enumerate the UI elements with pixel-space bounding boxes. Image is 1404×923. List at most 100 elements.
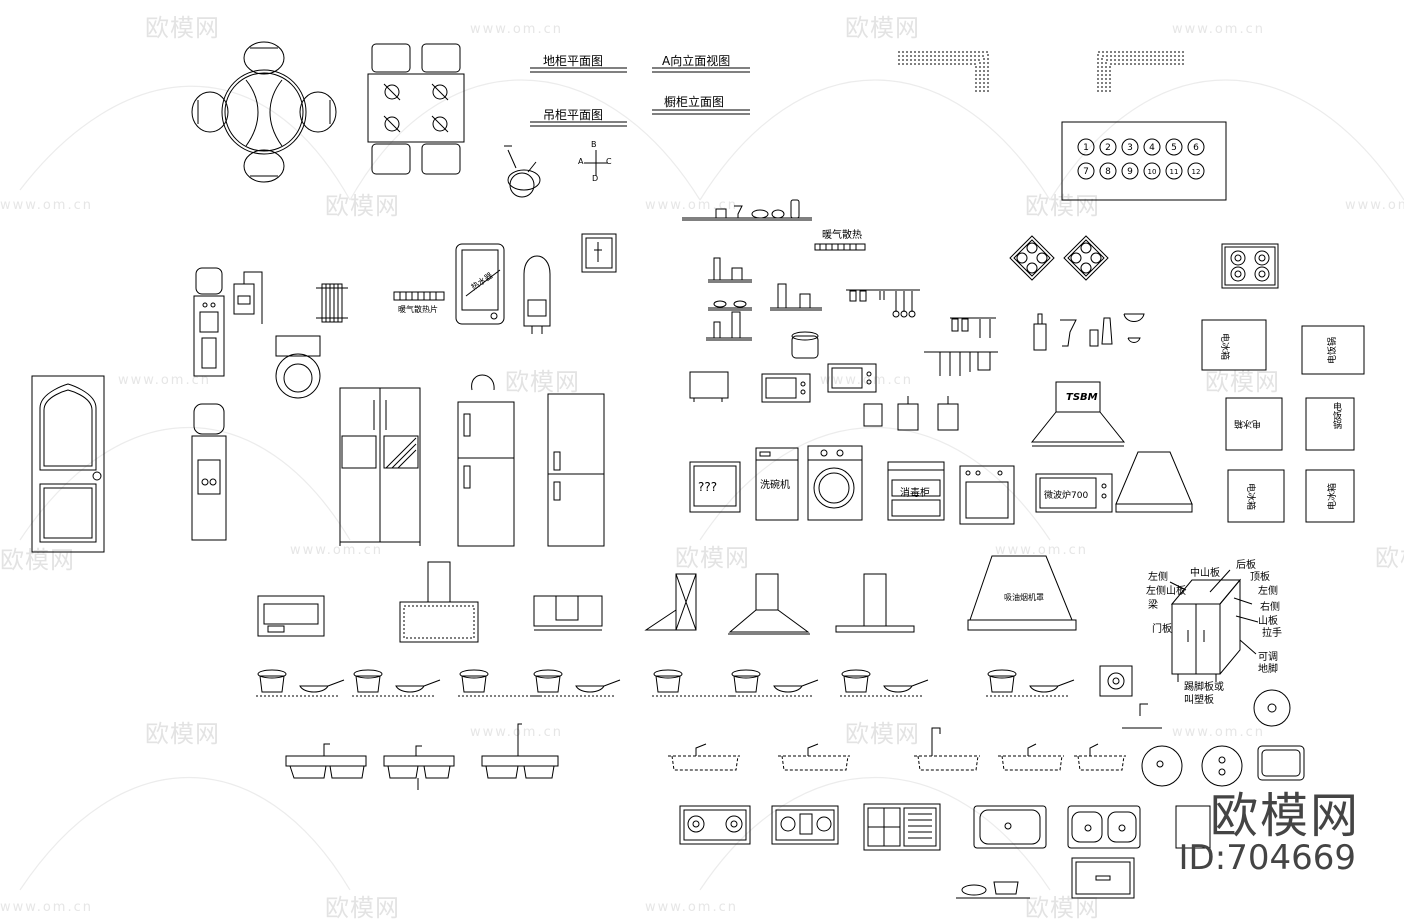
burner-number-label: 9 — [1127, 167, 1133, 177]
pot-icon — [733, 675, 759, 693]
watermark-brand: 欧模网 — [505, 368, 580, 396]
small-cabinet — [689, 371, 729, 402]
rect-dining-table — [367, 43, 465, 175]
label-left-2: 左侧 — [1258, 586, 1278, 597]
burner-number-circle — [1165, 162, 1183, 180]
gas-meters-pair — [863, 396, 959, 431]
label-left-side: 左侧 — [1148, 572, 1168, 583]
double-sink-c — [481, 723, 559, 779]
watermark-url: www.om.cn — [0, 900, 93, 915]
burner-number-circle — [1187, 138, 1205, 156]
toilet — [275, 335, 321, 399]
watermark-brand: 欧模网 — [1205, 368, 1280, 396]
watermark-brand: 欧模网 — [845, 14, 920, 42]
dishwasher — [755, 447, 799, 521]
pot-lid-icon — [533, 669, 563, 679]
pot-lid-icon — [459, 669, 489, 679]
burner-number-label: 5 — [1171, 143, 1177, 153]
pan-icon — [1029, 679, 1075, 693]
sink-row-2 — [668, 727, 1126, 771]
door-elevation — [31, 375, 105, 553]
label-hood: 吸油烟机罩 — [1004, 593, 1044, 602]
shelf-bottles — [706, 257, 822, 341]
washing-machine — [807, 445, 863, 521]
pot-lid-icon — [987, 669, 1017, 679]
watermark-url: www.om.cn — [645, 198, 738, 213]
burner-number-label: 7 — [1083, 167, 1089, 177]
watermark-brand: 欧模网 — [675, 544, 750, 572]
watermark-url: www.om.cn — [0, 198, 93, 213]
watermark-url: www.om.cn — [645, 900, 738, 915]
watermark-url: www.om.cn — [470, 725, 563, 740]
watermark-brand: 欧模网 — [1025, 894, 1100, 922]
oven — [959, 465, 1015, 525]
brand-stamp-id: ID:704669 — [1178, 838, 1356, 878]
small-faucet — [1122, 703, 1162, 729]
radiator-vertical — [316, 283, 348, 323]
label-radiator: 暖气散热 — [822, 230, 862, 241]
watermark-brand: 欧模网 — [325, 192, 400, 220]
chimney-hood-a — [728, 573, 810, 635]
pot-icon — [989, 675, 1015, 693]
watermark-url: www.om.cn — [820, 373, 913, 388]
compass-c: C — [606, 157, 612, 166]
label-middle-board: 中山板 — [1190, 568, 1220, 579]
pot-icon — [655, 675, 681, 693]
disinfection-cabinet — [887, 461, 945, 521]
microwave-700 — [1035, 473, 1113, 513]
watermark-url: www.om.cn — [1345, 198, 1404, 213]
label-handle: 拉手 — [1262, 628, 1282, 639]
pan-icon — [395, 679, 441, 693]
watermark-brand: 欧模网 — [845, 720, 920, 748]
watermark-brand: 欧模网 — [145, 720, 220, 748]
watermark-url: www.om.cn — [290, 543, 383, 558]
label-left-side-board: 左侧山板 — [1146, 586, 1186, 597]
wall-hood-side — [644, 573, 697, 631]
burner-number-circle — [1099, 138, 1117, 156]
compass-cross — [584, 150, 608, 176]
four-burner-hob — [1221, 243, 1279, 289]
burner-number-label: 2 — [1105, 143, 1111, 153]
label-appliance-b: 电饭锅 — [1328, 336, 1339, 365]
label-appliance-a: 电冰箱 — [1219, 332, 1230, 361]
label-radiator-small: 暖气散热片 — [398, 305, 438, 314]
label-adjustable-foot: 可调地脚 — [1258, 652, 1278, 675]
watermark-url: www.om.cn — [470, 22, 563, 37]
gas-valve-diamonds — [1009, 235, 1109, 281]
fridge-two-door-a — [457, 374, 515, 547]
pot-lid-icon — [353, 669, 383, 679]
pot-lid-icon — [731, 669, 761, 679]
burner-number-circle — [1187, 162, 1205, 180]
brand-stamp-name: 欧模网 — [1209, 788, 1360, 844]
watermark-url: www.om.cn — [1172, 22, 1265, 37]
burner-number-label: 11 — [1170, 168, 1179, 176]
double-sink-bottom — [1067, 805, 1141, 849]
pan-icon — [883, 679, 929, 693]
pan-icon — [575, 679, 621, 693]
bottles-glasses — [1033, 313, 1145, 351]
title-base-cabinet-plan: 地柜平面图 — [543, 54, 604, 68]
burner-number-label: 6 — [1193, 143, 1199, 153]
chimney-hood-b — [835, 573, 915, 633]
pot-icon — [355, 675, 381, 693]
water-heater-small — [523, 255, 551, 334]
l-counter-plan — [898, 51, 1186, 92]
water-heater-large — [455, 243, 505, 325]
sink-right-stub — [1175, 805, 1211, 849]
single-sink-bottom — [973, 805, 1047, 849]
compass-d: D — [592, 174, 599, 183]
label-appliance-e: 电冰箱 — [1245, 482, 1256, 511]
utensil-rack-1 — [846, 289, 920, 318]
label-right-side: 右侧 — [1260, 602, 1280, 613]
burner-number-label: 3 — [1127, 143, 1133, 153]
hood-canopy — [967, 555, 1077, 631]
compass-a: A — [578, 157, 584, 166]
label-appliance-c: 电冰箱 — [1234, 418, 1262, 428]
wall-hood-a — [257, 595, 325, 637]
label-kick-board-2: 叫塑板 — [1184, 695, 1214, 706]
single-burner — [1099, 665, 1133, 697]
label-door: 门板 — [1152, 624, 1172, 635]
